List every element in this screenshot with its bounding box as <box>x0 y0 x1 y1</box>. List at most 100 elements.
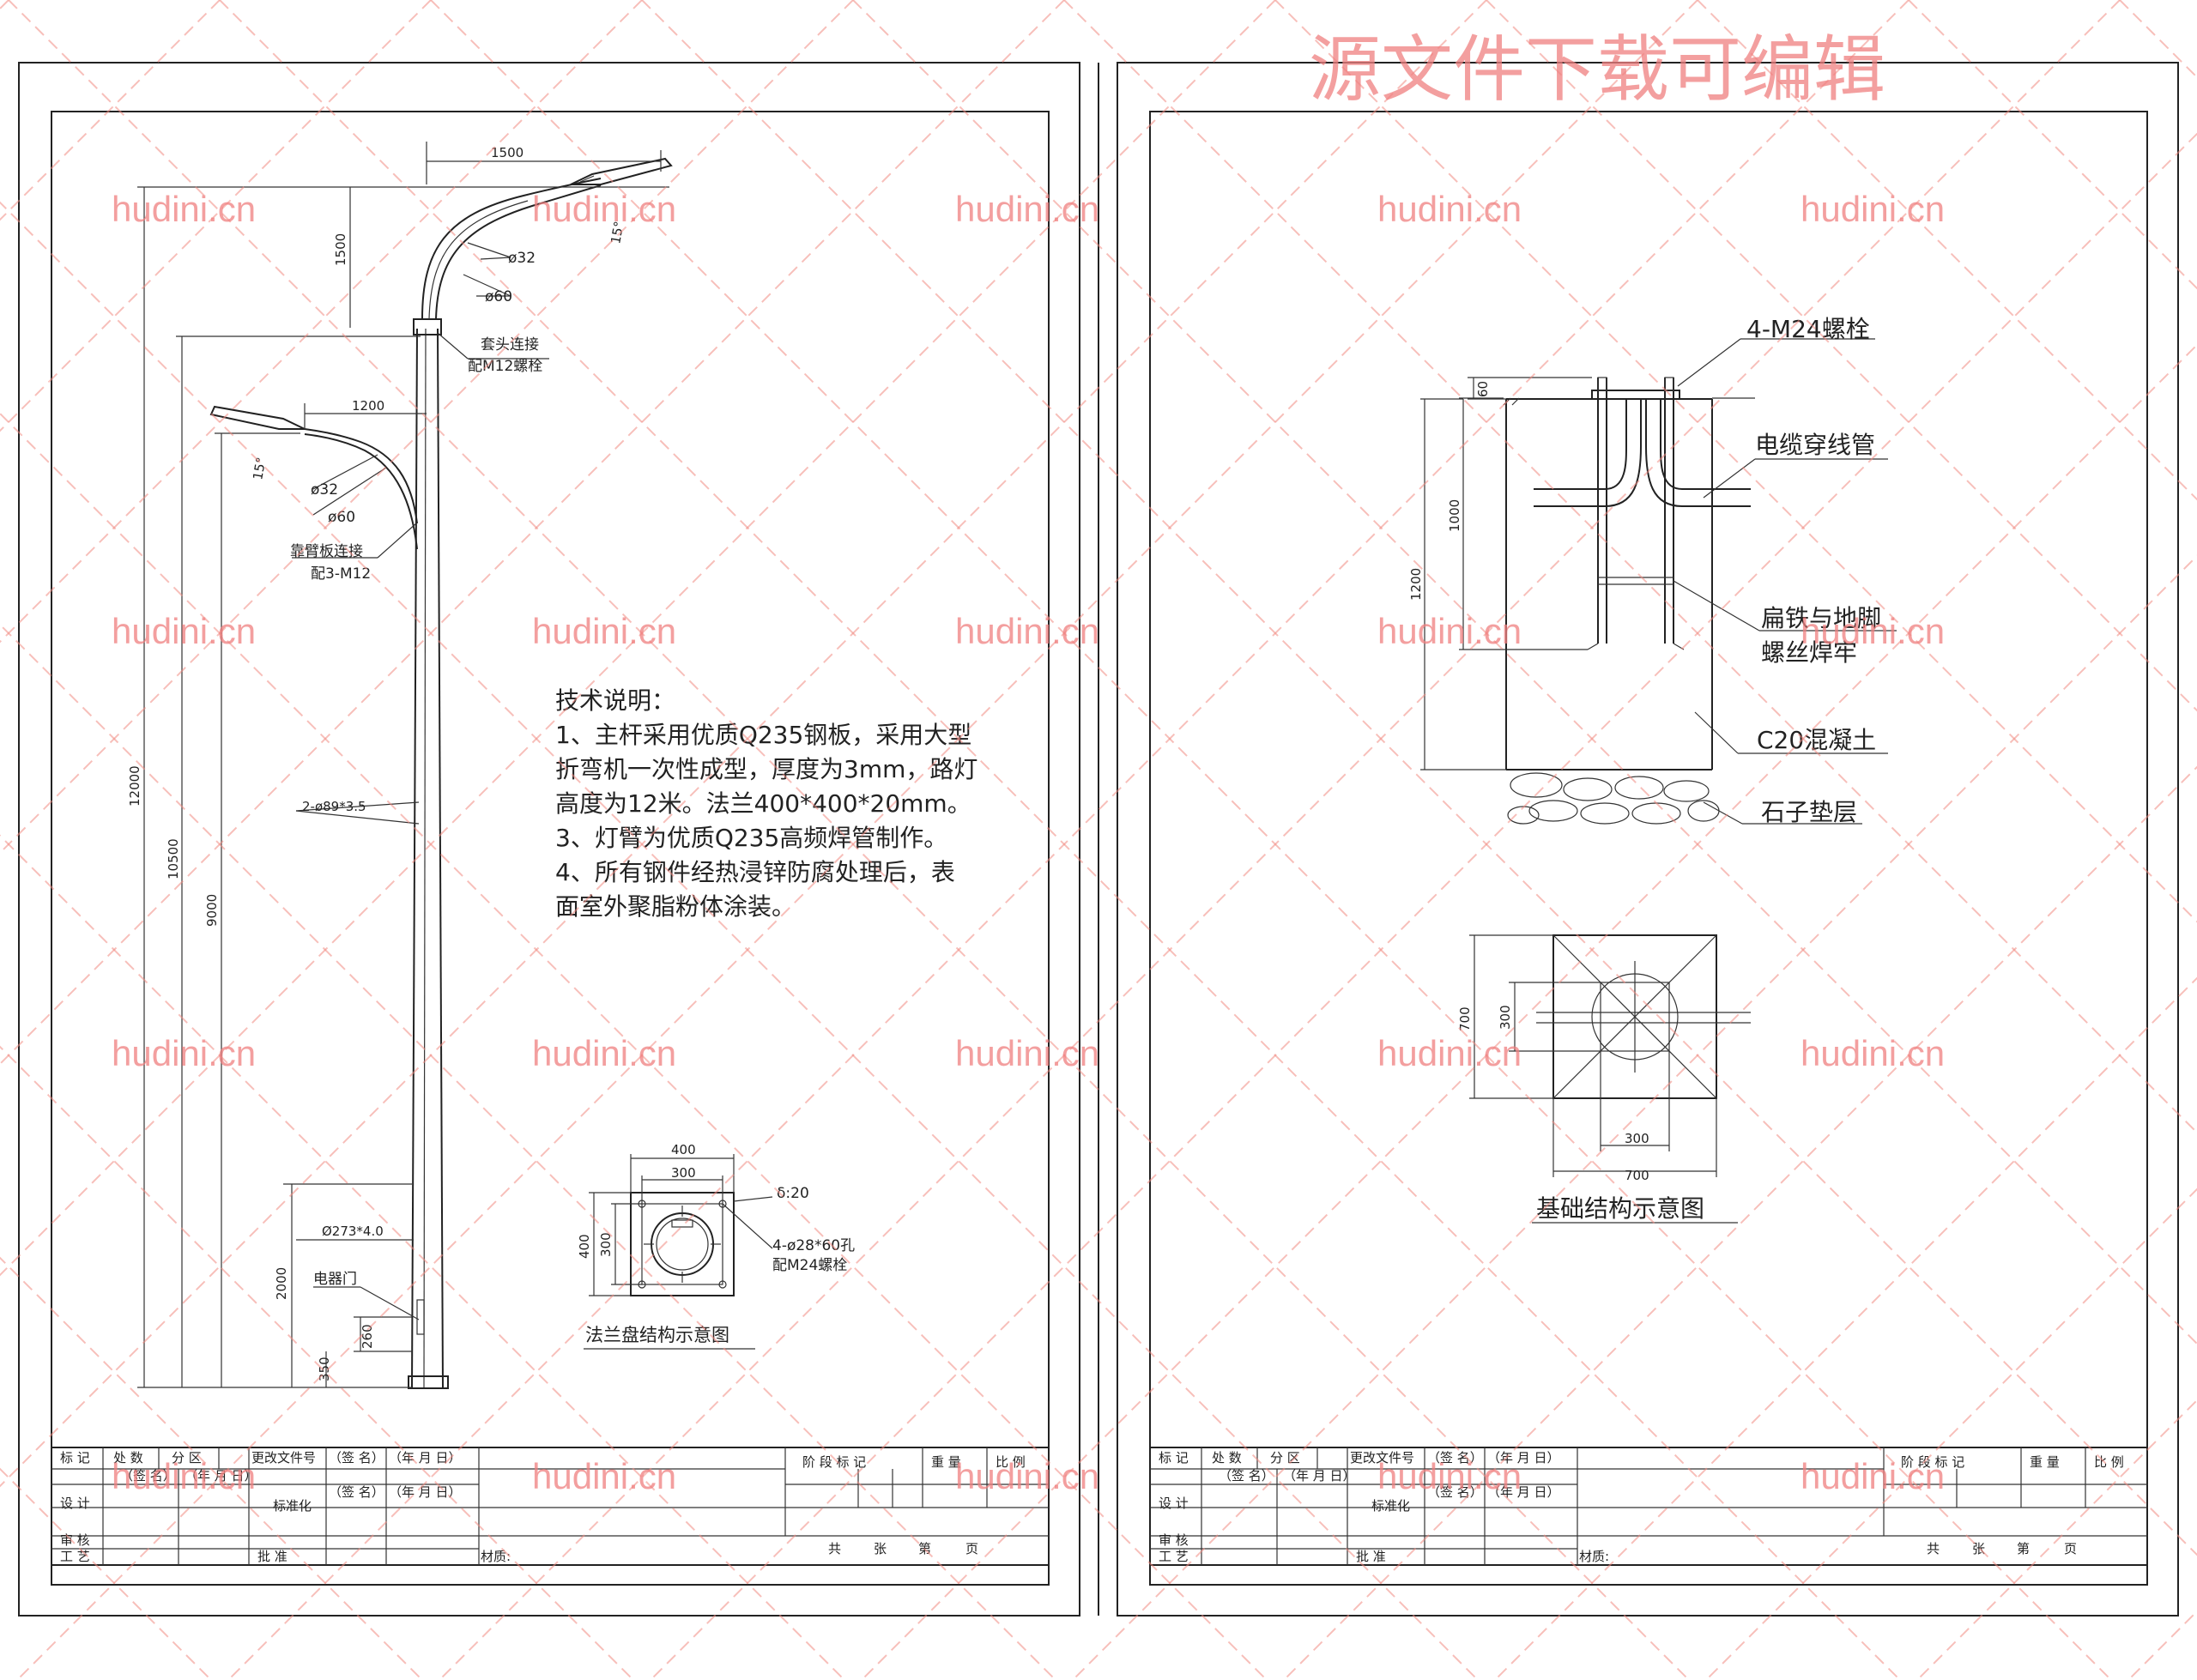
tb-l-ye: 页 <box>965 1541 978 1556</box>
watermark-diagonal-line <box>2127 1610 2197 1680</box>
label-bolts: 4-M24螺栓 <box>1746 315 1870 343</box>
plan-dim-300h: 300 <box>1625 1131 1649 1146</box>
dim-low-d32: ø32 <box>311 481 338 499</box>
foundation-text: 4-M24螺栓 电缆穿线管 扁铁与地脚 螺丝焊牢 C20混凝土 石子垫层 60 … <box>1408 315 1881 826</box>
label-door: 电器门 <box>313 1271 357 1288</box>
watermark-site: hudini.cn <box>1377 1456 1522 1496</box>
watermark-site: hudini.cn <box>1801 1456 1945 1496</box>
plan-caption: 基础结构示意图 <box>1536 1194 1704 1223</box>
tb-r-mark: 标 记 <box>1159 1450 1189 1465</box>
watermark-site: hudini.cn <box>532 1456 676 1496</box>
tb-l-total: 共 <box>828 1541 841 1556</box>
tb-l-sign: （签 名） <box>329 1450 384 1465</box>
watermark-site: hudini.cn <box>955 189 1099 229</box>
watermark-diagonal-line <box>1274 0 2197 923</box>
label-sleeve-1: 套头连接 <box>481 336 539 354</box>
dim-low-d60: ø60 <box>328 509 355 526</box>
tb-r-ye: 页 <box>2064 1541 2077 1556</box>
flange-caption: 法兰盘结构示意图 <box>585 1325 729 1345</box>
label-conduit: 电缆穿线管 <box>1755 431 1875 459</box>
tb-r-total: 共 <box>1927 1541 1940 1556</box>
dim-10500: 10500 <box>166 838 181 879</box>
technical-notes: 技术说明： 1、主杆采用优质Q235钢板，采用大型 折弯机一次性成型，厚度为3m… <box>555 686 977 921</box>
tb-l-scale: 比 例 <box>996 1454 1026 1470</box>
watermark-diagonal-line <box>2119 0 2197 79</box>
dim-tube: 2-ø89*3.5 <box>302 799 366 814</box>
plan-dim-700h: 700 <box>1625 1168 1649 1183</box>
pole-dimension-text: 1500 1500 15° ø32 ø60 套头连接 配M12螺栓 1200 1… <box>127 145 627 1381</box>
watermark-diagonal-line <box>227 0 1910 1680</box>
notes-line-4: 3、灯臂为优质Q235高频焊管制作。 <box>555 824 947 852</box>
plan-dim-300v: 300 <box>1498 1005 1513 1030</box>
tb-r-zhang: 张 <box>1972 1541 1985 1556</box>
flange-holes-1: 4-ø28*60孔 <box>772 1237 855 1254</box>
watermark-site: hudini.cn <box>112 189 256 229</box>
watermark-diagonal-line <box>0 1045 634 1680</box>
dim-top-d32: ø32 <box>508 250 536 267</box>
title-block-left: 标 记 处 数 分 区 更改文件号 （签 名） （年 月 日） 阶 段 标 记 … <box>51 1447 1050 1566</box>
label-gravel: 石子垫层 <box>1761 798 1857 826</box>
tb-l-weight: 重 量 <box>931 1454 961 1470</box>
tb-r-craft: 工 艺 <box>1159 1549 1189 1564</box>
label-flat-2: 螺丝焊牢 <box>1761 638 1857 667</box>
label-clamp-2: 配3-M12 <box>311 565 371 583</box>
tb-l-zone: 分 区 <box>172 1450 202 1465</box>
tb-r-date: （年 月 日） <box>1487 1450 1560 1465</box>
dim-top-rise: 1500 <box>333 233 348 266</box>
watermark-site: hudini.cn <box>1377 1033 1522 1073</box>
found-dim-1200: 1200 <box>1408 568 1424 601</box>
sheet-frames <box>18 62 2179 1617</box>
watermark-diagonal-line <box>1494 976 2197 1680</box>
label-flat-1: 扁铁与地脚 <box>1761 604 1881 632</box>
flange-dim-300w: 300 <box>671 1165 696 1181</box>
watermark-site: hudini.cn <box>532 611 676 651</box>
watermark-diagonal-line <box>0 0 221 221</box>
tb-l-zhang: 张 <box>874 1541 887 1556</box>
dim-total-height: 12000 <box>127 765 142 807</box>
tb-l-mark: 标 记 <box>60 1450 90 1465</box>
tb-l-approve: 批 准 <box>257 1549 287 1564</box>
watermark-diagonal-line <box>0 1256 423 1680</box>
tb-r-di: 第 <box>2017 1541 2030 1556</box>
title-block-right: 标 记 处 数 分 区 更改文件号 （签 名） （年 月 日） 阶 段 标 记 … <box>1149 1447 2148 1566</box>
flange-holes-2: 配M24螺栓 <box>772 1257 847 1274</box>
watermark-site: hudini.cn <box>112 611 256 651</box>
watermark-site: hudini.cn <box>1801 1033 1945 1073</box>
watermark-diagonal-line <box>861 343 2197 1680</box>
watermark-site: hudini.cn <box>955 1033 1099 1073</box>
watermark-site: hudini.cn <box>532 1033 676 1073</box>
tb-r-design: 设 计 <box>1159 1496 1189 1511</box>
watermark-diagonal-line <box>852 0 2197 1345</box>
watermark-text: 源文件下载可编辑 hudini.cn hudini.cn hudini.cn h… <box>112 27 1945 1496</box>
dim-top-arm: 1500 <box>491 145 524 160</box>
watermark-diagonal-line <box>1072 554 2197 1680</box>
notes-title: 技术说明： <box>555 686 675 715</box>
label-concrete: C20混凝土 <box>1757 726 1876 754</box>
dim-top-d60: ø60 <box>485 288 512 305</box>
tb-l-count: 处 数 <box>113 1450 143 1465</box>
watermark-diagonal-line <box>1697 0 2197 501</box>
watermark-diagonal-line <box>1283 765 2197 1680</box>
tb-l-craft: 工 艺 <box>60 1549 90 1564</box>
watermark-diagonal-line <box>1486 0 2197 712</box>
tb-r-date2: （年 月 日） <box>1283 1468 1356 1484</box>
tb-r-review: 审 核 <box>1159 1532 1189 1548</box>
dim-260: 260 <box>360 1324 375 1349</box>
watermark-diagonal-line <box>1916 1399 2197 1680</box>
watermark-site: hudini.cn <box>112 1456 256 1496</box>
watermark-diagonal-line <box>1705 1187 2197 1680</box>
tb-r-approve: 批 准 <box>1356 1549 1386 1564</box>
flange-dim-300h: 300 <box>598 1232 614 1257</box>
watermark-site: hudini.cn <box>1377 189 1522 229</box>
label-sleeve-2: 配M12螺栓 <box>468 358 542 375</box>
watermark-site: hudini.cn <box>1377 611 1522 651</box>
flange-dim-400w: 400 <box>671 1142 696 1157</box>
tb-l-stage: 阶 段 标 记 <box>802 1454 866 1470</box>
found-dim-60: 60 <box>1475 381 1491 397</box>
plan-dim-700v: 700 <box>1457 1006 1473 1031</box>
tb-l-standard: 标准化 <box>273 1498 312 1514</box>
tb-l-design: 设 计 <box>60 1496 90 1511</box>
tb-r-material: 材质: <box>1579 1549 1609 1564</box>
tb-r-zone: 分 区 <box>1270 1450 1300 1465</box>
tb-r-stage: 阶 段 标 记 <box>1901 1454 1964 1470</box>
